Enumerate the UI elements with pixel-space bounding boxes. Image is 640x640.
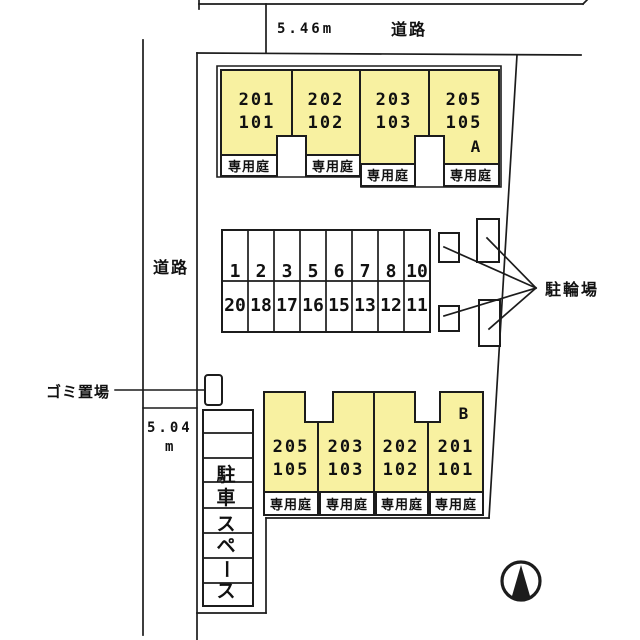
stall-10: 10 [406,261,428,282]
garden-a-1 [220,154,278,177]
garden-a-3-label: 専用庭 [367,168,409,184]
stall-13: 13 [354,295,376,316]
building-a: 201 101 202 102 203 103 205 105 専用庭 専用庭 … [216,65,502,188]
left-road-dimension-unit: m [165,439,176,455]
stall-11: 11 [406,295,428,316]
stall-6: 6 [334,261,345,282]
parking-strip-char-5: ー [215,559,237,578]
parking-grid: 1 2 3 5 6 7 8 10 20 18 17 16 15 13 12 11 [221,229,431,333]
stall-12: 12 [380,295,402,316]
top-road-label: 道路 [391,20,427,39]
parking-strip-char-4: ペ [216,535,235,557]
unit-a-203-upper: 203 [376,90,413,110]
garden-a-4 [443,163,500,187]
unit-a-205-lower: 105 [446,113,483,133]
garbage-box [204,374,223,406]
left-road-label: 道路 [153,258,189,277]
building-b: 205 105 203 103 202 102 201 101 専用庭 専用庭 … [263,391,484,516]
stall-15: 15 [328,295,350,316]
garden-b-2 [319,491,375,516]
top-road: 5.46m 道路 [277,20,427,39]
unit-b-201-upper: 201 [438,437,475,457]
unit-a-202-lower: 102 [308,113,345,133]
bicycle-rack-2 [476,218,500,263]
garden-b-4 [429,491,484,516]
unit-b-203-upper: 203 [328,437,365,457]
unit-b-205-lower: 105 [273,460,310,480]
unit-b-203-lower: 103 [328,460,365,480]
bicycle-rack-4 [478,299,501,347]
unit-b-202-upper: 202 [383,437,420,457]
unit-a-205-upper: 205 [446,90,483,110]
unit-a-201-lower: 101 [239,113,276,133]
garden-a-4-label: 専用庭 [450,168,492,184]
unit-a-202-upper: 202 [308,90,345,110]
garden-b-3-label: 専用庭 [381,497,423,513]
stall-1: 1 [230,261,241,282]
bicycle-rack-1 [438,232,460,263]
stall-3: 3 [282,261,293,282]
garden-a-2-label: 専用庭 [312,159,354,175]
garden-b-1-label: 専用庭 [270,497,312,513]
building-a-label: A [471,137,482,156]
stall-7: 7 [360,261,371,282]
garden-a-3 [360,163,416,187]
building-b-label: B [459,404,470,423]
stall-20: 20 [224,295,246,316]
garden-b-1 [263,491,319,516]
parking-strip-char-1: 駐 [216,463,235,486]
stall-8: 8 [386,261,397,282]
garden-b-2-label: 専用庭 [326,497,368,513]
unit-b-202-lower: 102 [383,460,420,480]
bicycle-rack-3 [438,305,460,332]
garbage-area: ゴミ置場 [46,374,223,406]
unit-b-201-lower: 101 [438,460,475,480]
stall-18: 18 [250,295,272,316]
unit-a-203-lower: 103 [376,113,413,133]
stall-16: 16 [302,295,324,316]
parking-strip: 駐 車 ス ペ ー ス [202,409,254,607]
garden-b-4-label: 専用庭 [435,497,477,513]
garbage-label: ゴミ置場 [46,383,110,401]
parking-strip-char-3: ス [216,513,235,535]
bicycle-parking: 駐輪場 [438,218,599,347]
stall-17: 17 [276,295,298,316]
bicycle-parking-label: 駐輪場 [545,280,599,299]
site-boundary [142,0,589,640]
stall-2: 2 [256,261,267,282]
garden-b-3 [375,491,429,516]
garden-a-1-label: 専用庭 [228,159,270,175]
north-arrow-icon [500,560,542,602]
parking-strip-char-2: 車 [216,486,235,509]
unit-a-201-upper: 201 [239,90,276,110]
left-road-dimension-value: 5.04 [147,420,193,436]
unit-b-205-upper: 205 [273,437,310,457]
stall-5: 5 [308,261,319,282]
parking-strip-char-6: ス [216,580,235,602]
left-road: 道路 5.04 m [147,258,193,455]
top-road-dimension: 5.46m [277,21,334,37]
